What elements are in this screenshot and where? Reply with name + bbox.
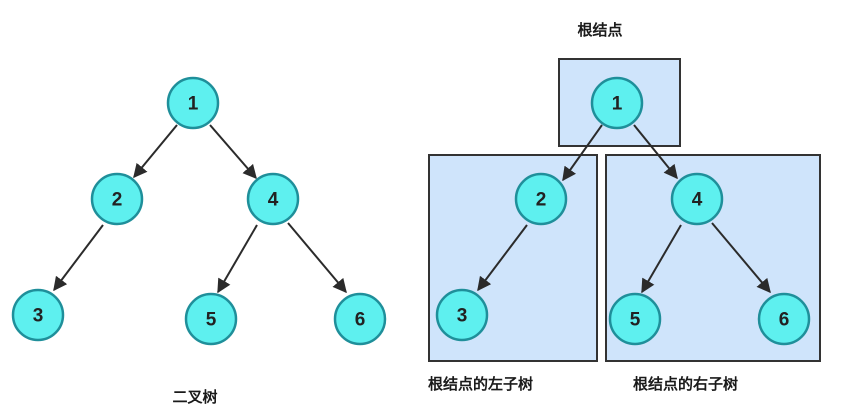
svg-text:1: 1 [612,94,623,115]
left-edge-4-5 [217,224,258,294]
right-edge-4-6 [711,222,771,294]
left-tree-edges [53,124,347,294]
left-edge-2-3 [53,224,104,292]
binary-tree-caption: 二叉树 [172,388,217,406]
right-edge-4-5 [641,224,682,294]
svg-text:1: 1 [188,94,199,115]
svg-text:2: 2 [112,190,123,211]
right-edge-2-3 [477,224,528,292]
right-node-1: 1 [590,76,644,130]
right-node-4: 4 [670,172,724,226]
right-node-6: 6 [757,292,811,346]
left-node-6: 6 [333,292,387,346]
left-subtree-caption: 根结点的左子树 [428,375,533,393]
svg-text:4: 4 [692,190,703,211]
svg-text:6: 6 [355,310,366,331]
svg-text:5: 5 [206,310,217,331]
left-node-4: 4 [246,172,300,226]
left-edge-4-6 [287,222,347,294]
right-node-5: 5 [608,292,662,346]
left-node-3: 3 [11,288,65,342]
root-caption: 根结点 [577,21,622,39]
left-edge-1-4 [209,124,257,180]
svg-text:3: 3 [33,306,44,327]
left-node-1: 1 [166,76,220,130]
svg-text:6: 6 [779,310,790,331]
svg-text:4: 4 [268,190,279,211]
svg-text:5: 5 [630,310,641,331]
right-tree-edges [477,124,771,294]
right-edge-1-4 [633,124,678,180]
right-node-2: 2 [514,172,568,226]
right-edge-1-2 [562,124,603,182]
right-node-3: 3 [435,288,489,342]
svg-text:3: 3 [457,306,468,327]
svg-text:2: 2 [536,190,547,211]
right-subtree-caption: 根结点的右子树 [633,375,738,393]
left-node-5: 5 [184,292,238,346]
left-edge-1-2 [133,124,178,179]
left-node-2: 2 [90,172,144,226]
